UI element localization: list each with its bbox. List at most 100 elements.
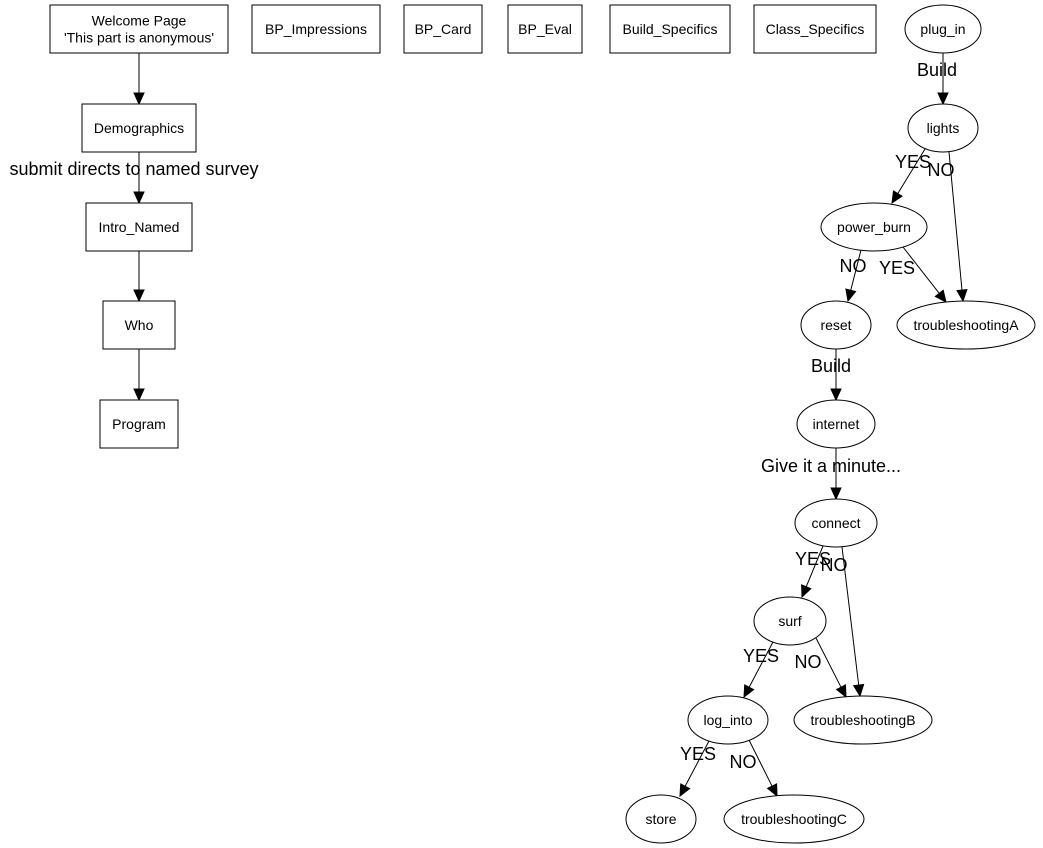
edge-label: YES	[680, 744, 716, 764]
arrowhead-icon	[845, 288, 857, 303]
arrowhead-icon	[830, 388, 842, 402]
arrowhead-icon	[937, 92, 949, 106]
edge-power_burn-troubleshootingA	[902, 246, 947, 303]
edge-label: Build	[917, 60, 957, 80]
edge-intro_named-who	[133, 251, 145, 303]
edge-label: Give it a minute...	[761, 456, 901, 476]
node-label: Intro_Named	[99, 219, 180, 235]
node-box	[99, 399, 179, 449]
node-surf: surf	[753, 596, 827, 646]
node-store: store	[625, 794, 697, 844]
node-welcome: Welcome Page'This part is anonymous'	[49, 4, 229, 54]
node-troubleshootingC: troubleshootingC	[723, 794, 865, 844]
node-who: Who	[102, 300, 176, 350]
edge-internet-connect	[830, 448, 842, 501]
edge-log_into-troubleshootingC	[748, 739, 778, 798]
edge-log_into-store	[679, 740, 710, 798]
node-build_specifics: Build_Specifics	[609, 4, 731, 54]
node-troubleshootingB: troubleshootingB	[793, 695, 933, 745]
node-troubleshootingA: troubleshootingA	[896, 300, 1036, 350]
node-bp_eval: BP_Eval	[507, 4, 583, 54]
node-box	[102, 300, 176, 350]
edge-label: YES	[895, 152, 931, 172]
node-label: plug_in	[920, 21, 965, 37]
node-plug_in: plug_in	[904, 4, 982, 54]
edge-label: Build	[811, 356, 851, 376]
node-label: Demographics	[94, 120, 184, 136]
node-program: Program	[99, 399, 179, 449]
node-bp_impressions: BP_Impressions	[251, 4, 381, 54]
node-label: troubleshootingA	[913, 317, 1019, 333]
node-power_burn: power_burn	[820, 202, 928, 252]
edge-plug_in-lights	[937, 53, 949, 106]
edge-label: NO	[795, 652, 822, 672]
node-ellipse	[723, 794, 865, 844]
node-intro_named: Intro_Named	[85, 202, 193, 252]
node-label: power_burn	[837, 219, 911, 235]
node-ellipse	[904, 4, 982, 54]
edge-line	[748, 739, 773, 787]
node-ellipse	[796, 399, 876, 449]
edge-line	[850, 249, 862, 291]
node-class_specifics: Class_Specifics	[753, 4, 877, 54]
arrowhead-icon	[679, 783, 691, 798]
edge-label: NO	[730, 752, 757, 772]
node-ellipse	[896, 300, 1036, 350]
edge-line	[748, 641, 774, 688]
edge-labels-layer: submit directs to named surveyBuildYESNO…	[9, 60, 957, 772]
arrowhead-icon	[133, 388, 145, 402]
node-label: connect	[811, 515, 860, 531]
node-ellipse	[794, 498, 878, 548]
arrowhead-icon	[133, 289, 145, 303]
edge-power_burn-reset	[845, 249, 862, 303]
node-label: BP_Impressions	[265, 21, 367, 37]
edge-label: NO	[928, 160, 955, 180]
edge-demographics-intro_named	[133, 152, 145, 205]
node-label: Who	[125, 317, 154, 333]
node-box	[609, 4, 731, 54]
node-label: BP_Eval	[518, 21, 572, 37]
edge-lights-power_burn	[891, 148, 926, 205]
edge-line	[684, 740, 710, 787]
node-label: BP_Card	[415, 21, 472, 37]
node-ellipse	[753, 596, 827, 646]
node-box	[403, 4, 483, 54]
edge-label: submit directs to named survey	[9, 159, 258, 179]
node-label: troubleshootingB	[810, 712, 915, 728]
arrowhead-icon	[133, 92, 145, 106]
node-connect: connect	[794, 498, 878, 548]
edge-line	[902, 246, 940, 294]
node-box	[85, 202, 193, 252]
edge-label: YES	[743, 646, 779, 666]
node-label: Program	[112, 416, 166, 432]
node-label: surf	[778, 613, 801, 629]
edge-who-program	[133, 349, 145, 402]
node-box	[753, 4, 877, 54]
arrowhead-icon	[934, 289, 947, 303]
edge-reset-internet	[830, 349, 842, 402]
node-log_into: log_into	[687, 695, 769, 745]
node-label: internet	[813, 416, 860, 432]
node-box	[251, 4, 381, 54]
arrowhead-icon	[830, 487, 842, 501]
node-label: log_into	[703, 712, 752, 728]
edge-lights-troubleshootingA	[948, 151, 968, 303]
node-ellipse	[687, 695, 769, 745]
node-label: lights	[927, 120, 960, 136]
edge-label: YES	[879, 258, 915, 278]
node-label: store	[645, 811, 676, 827]
edge-label: NO	[821, 555, 848, 575]
node-ellipse	[820, 202, 928, 252]
arrowhead-icon	[801, 584, 812, 599]
node-box	[49, 4, 229, 54]
edge-connect-troubleshootingB	[841, 546, 865, 698]
node-demographics: Demographics	[81, 103, 197, 153]
edge-line	[897, 148, 926, 194]
node-label: reset	[820, 317, 851, 333]
arrowhead-icon	[835, 684, 847, 699]
node-ellipse	[625, 794, 697, 844]
arrowhead-icon	[766, 783, 778, 798]
node-ellipse	[800, 300, 872, 350]
node-label: Welcome Page	[92, 13, 187, 29]
